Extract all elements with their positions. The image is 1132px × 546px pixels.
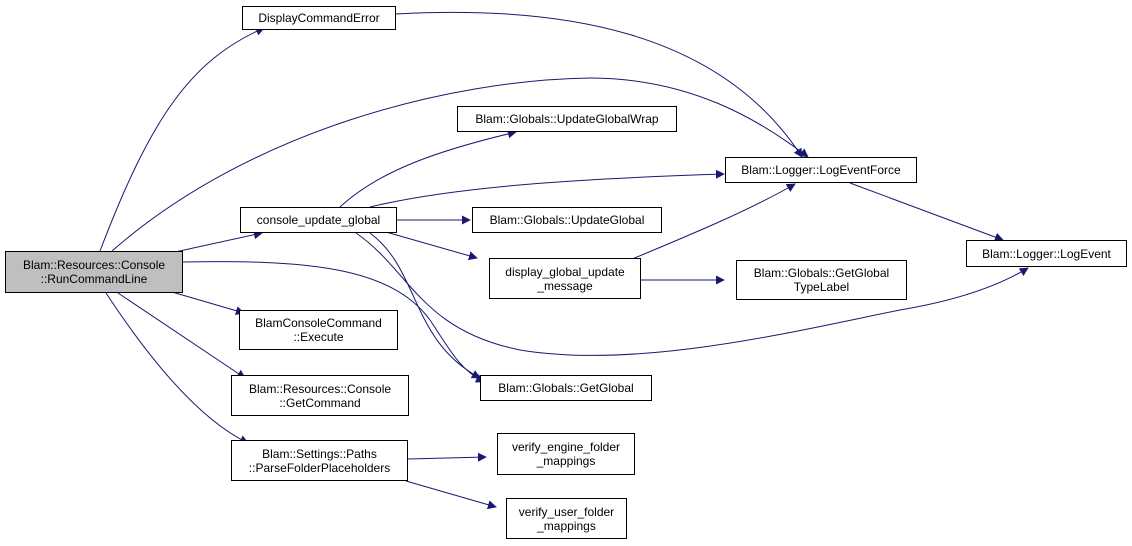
edge-console-update-global-to-log-event-force xyxy=(369,169,725,208)
edge-log-event-force-to-log-event xyxy=(849,182,1004,242)
node-console-update-global[interactable]: console_update_global xyxy=(240,207,397,233)
node-label-line: Blam::Globals::UpdateGlobalWrap xyxy=(475,112,659,126)
edge-console-update-global-to-update-global-wrap xyxy=(339,129,517,208)
node-label-line: ::ParseFolderPlaceholders xyxy=(248,460,391,475)
node-get-global[interactable]: Blam::Globals::GetGlobal xyxy=(480,375,652,401)
node-log-event[interactable]: Blam::Logger::LogEvent xyxy=(966,240,1127,267)
node-label-line: Blam::Resources::Console xyxy=(248,381,392,396)
node-label-line: TypeLabel xyxy=(793,280,850,294)
node-log-event-force[interactable]: Blam::Logger::LogEventForce xyxy=(725,157,917,183)
node-label-line: ::GetCommand xyxy=(279,395,361,410)
node-label-line: _mappings xyxy=(537,518,596,533)
node-display-command-error[interactable]: DisplayCommandError xyxy=(242,6,396,30)
node-label-line: ::Execute xyxy=(293,330,344,344)
edge-parse-folder-placeholders-to-verify-engine-folder-mappings xyxy=(407,452,487,462)
edge-console-update-global-to-get-global xyxy=(369,232,481,379)
edge-root-to-console-command-execute xyxy=(171,291,245,316)
node-root-run-command-line: Blam::Resources::Console ::RunCommandLin… xyxy=(5,251,183,293)
node-label-line: Blam::Globals::GetGlobal xyxy=(498,381,634,395)
node-label-line: _message xyxy=(537,278,593,293)
edge-root-to-get-global xyxy=(182,261,485,383)
node-label-line: Blam::Logger::LogEventForce xyxy=(741,163,901,177)
node-parse-folder-placeholders[interactable]: Blam::Settings::Paths ::ParseFolderPlace… xyxy=(231,440,408,481)
edge-root-to-console-update-global xyxy=(174,230,263,253)
node-label-line: ::RunCommandLine xyxy=(40,272,148,286)
edge-root-to-display-command-error xyxy=(99,27,265,252)
edge-root-to-parse-folder-placeholders xyxy=(105,292,249,444)
node-label-line: Blam::Globals::UpdateGlobal xyxy=(489,213,645,227)
edge-root-to-console-get-command xyxy=(117,292,246,379)
node-update-global-wrap[interactable]: Blam::Globals::UpdateGlobalWrap xyxy=(457,106,677,132)
edge-display-global-update-message-to-log-event-force xyxy=(624,183,796,263)
node-label-line: Blam::Settings::Paths xyxy=(262,446,377,461)
edge-root-to-log-event-force xyxy=(111,77,809,252)
node-label-line: _mappings xyxy=(536,454,596,468)
node-label-line: Blam::Globals::GetGlobal xyxy=(753,266,890,280)
node-update-global[interactable]: Blam::Globals::UpdateGlobal xyxy=(472,207,662,233)
edge-console-update-global-to-display-global-update-message xyxy=(385,231,478,261)
node-label-line: verify_user_folder xyxy=(518,504,615,519)
node-label-line: display_global_update xyxy=(505,264,625,279)
edge-parse-folder-placeholders-to-verify-user-folder-mappings xyxy=(405,480,497,510)
node-display-global-update-message[interactable]: display_global_update _message xyxy=(489,258,641,299)
node-console-command-execute[interactable]: BlamConsoleCommand ::Execute xyxy=(239,310,398,350)
node-label-line: DisplayCommandError xyxy=(258,11,380,25)
node-label-line: verify_engine_folder xyxy=(511,440,621,454)
node-console-get-command[interactable]: Blam::Resources::Console ::GetCommand xyxy=(231,375,409,416)
edge-display-command-error-to-log-event-force xyxy=(395,11,803,158)
node-label-line: console_update_global xyxy=(256,213,381,227)
node-label-line: Blam::Resources::Console xyxy=(22,258,166,272)
node-verify-user-folder-mappings[interactable]: verify_user_folder _mappings xyxy=(506,498,627,539)
node-label-line: BlamConsoleCommand xyxy=(255,316,382,330)
edge-console-update-global-to-log-event xyxy=(355,232,1029,356)
node-label-line: Blam::Logger::LogEvent xyxy=(982,246,1111,261)
node-get-global-type-label[interactable]: Blam::Globals::GetGlobal TypeLabel xyxy=(736,260,907,300)
node-verify-engine-folder-mappings[interactable]: verify_engine_folder _mappings xyxy=(497,433,635,475)
